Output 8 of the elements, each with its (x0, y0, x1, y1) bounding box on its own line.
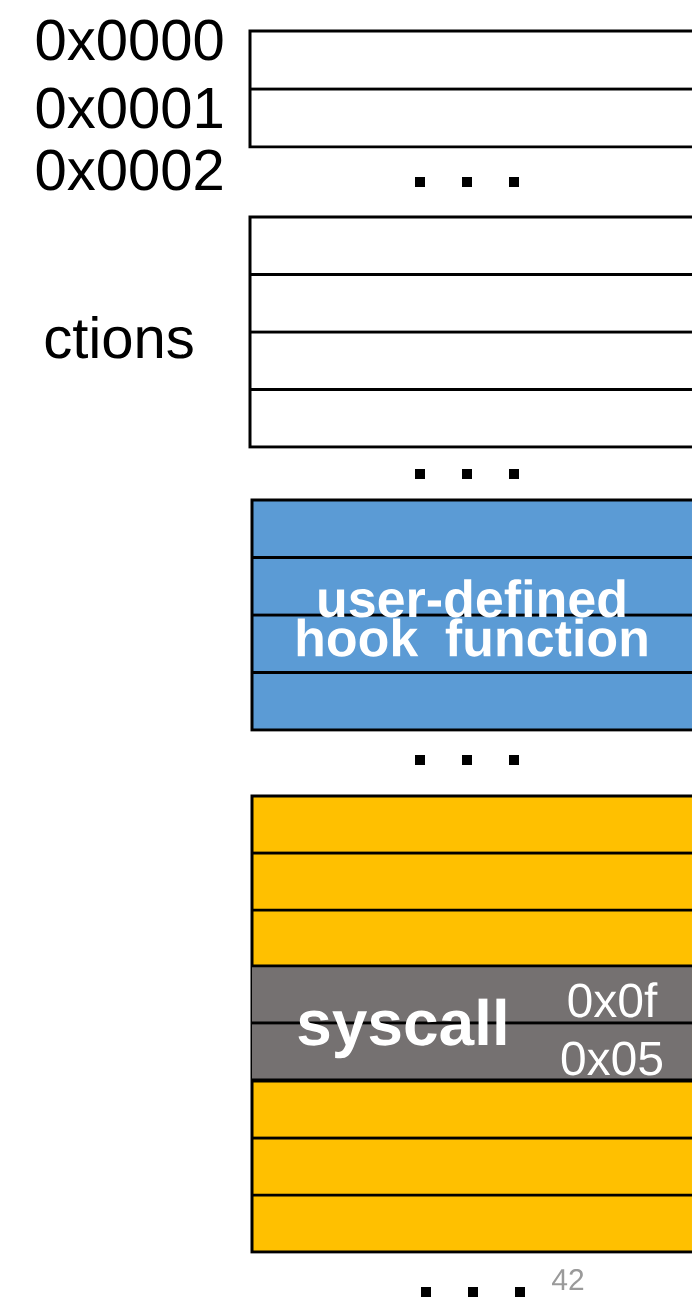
memory-block (248, 215, 692, 449)
address-label: 0x0001 (36, 87, 222, 129)
section-label: ctions (45, 316, 193, 359)
page-number: 42 (552, 1269, 584, 1290)
memory-block: user-defined hook function (250, 498, 692, 732)
address-label: 0x0000 (36, 19, 223, 61)
memory-block (248, 29, 692, 149)
address-label: 0x0002 (36, 149, 222, 191)
